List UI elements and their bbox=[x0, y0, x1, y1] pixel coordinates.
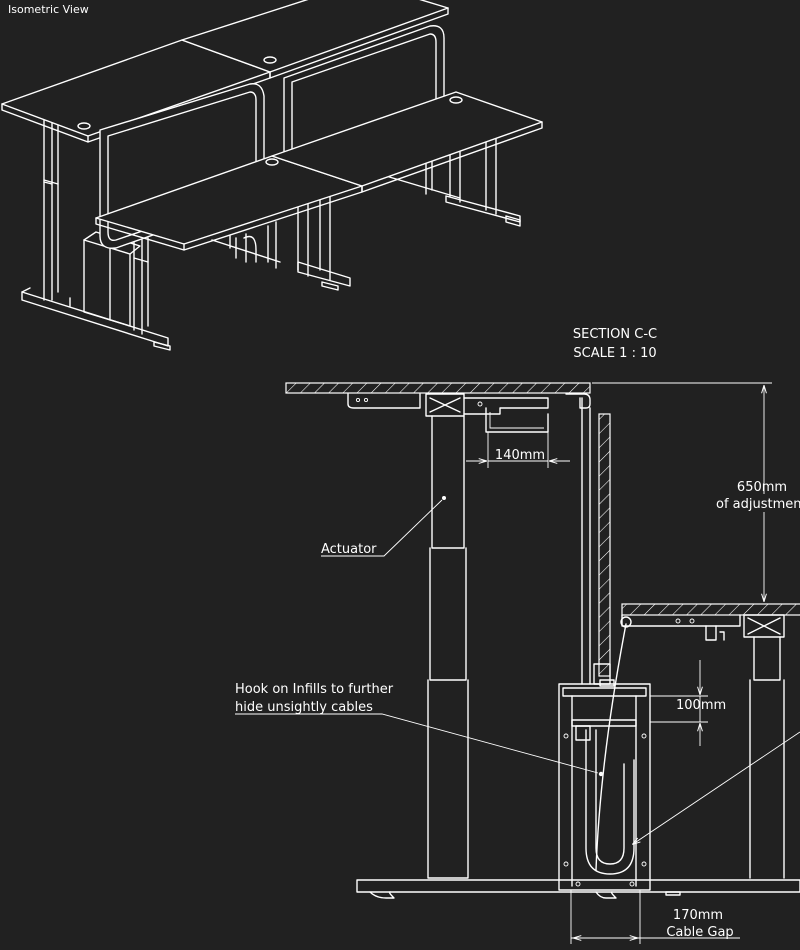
dimension-650: 650mm of adjustment bbox=[592, 382, 800, 605]
dimension-170: 170mm Cable Gap bbox=[570, 890, 740, 944]
iso-desktop-front-right bbox=[271, 91, 543, 193]
view-title: Isometric View bbox=[8, 3, 89, 16]
callout-hook-line1: Hook on Infills to further bbox=[235, 682, 394, 697]
cable-box-section bbox=[558, 679, 651, 891]
privacy-screen-section bbox=[598, 413, 611, 677]
dimension-100: 100mm bbox=[650, 660, 726, 746]
dimension-140: 140mm bbox=[466, 432, 570, 468]
section-scale: SCALE 1 : 10 bbox=[573, 346, 656, 361]
dimension-170-value: 170mm bbox=[673, 908, 723, 923]
callout-actuator-label: Actuator bbox=[321, 542, 377, 557]
upper-desktop-section bbox=[285, 382, 591, 394]
callout-actuator: Actuator bbox=[321, 499, 443, 557]
callout-cable bbox=[633, 731, 800, 844]
iso-desktop-back-right bbox=[181, 0, 449, 79]
dimension-650-label: of adjustment bbox=[716, 497, 800, 512]
lower-desktop-section bbox=[621, 603, 800, 616]
callout-hook: Hook on Infills to further hide unsightl… bbox=[235, 682, 599, 774]
dimension-170-label: Cable Gap bbox=[666, 925, 733, 940]
dimension-650-value: 650mm bbox=[737, 480, 787, 495]
left-actuator bbox=[427, 415, 469, 879]
callout-hook-line2: hide unsightly cables bbox=[235, 700, 373, 715]
dimension-100-label: 100mm bbox=[676, 698, 726, 713]
dimension-140-label: 140mm bbox=[495, 448, 545, 463]
section-title: SECTION C-C bbox=[573, 327, 657, 342]
isometric-desk-cluster bbox=[1, 0, 543, 351]
section-drawing bbox=[285, 382, 800, 899]
